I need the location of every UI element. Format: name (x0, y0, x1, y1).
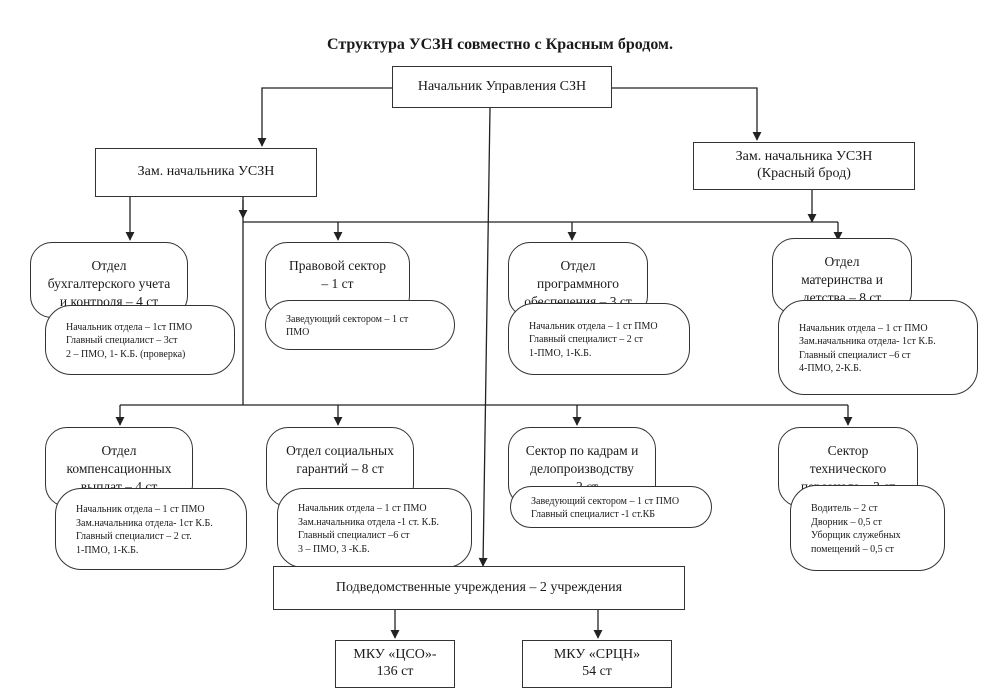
staff-accounting: Начальник отдела – 1ст ПМО Главный специ… (45, 305, 235, 375)
deputy-left-label: Зам. начальника УСЗН (137, 164, 275, 180)
institution-cso-label: МКУ «ЦСО»- 136 ст (353, 647, 437, 679)
connector-head-deputy-right (612, 87, 762, 141)
unit-accounting-label: Отдел бухгалтерского учета и контроля – … (47, 258, 171, 310)
staff-technical: Водитель – 2 ст Дворник – 0,5 ст Уборщик… (790, 485, 945, 571)
institution-srcn-label: МКУ «СРЦН» 54 ст (553, 647, 641, 679)
unit-compensation-label: Отдел компенсационных выплат – 4 ст (66, 443, 172, 495)
deputy-right-box: Зам. начальника УСЗН (Красный брод) (693, 142, 915, 190)
institution-srcn: МКУ «СРЦН» 54 ст (522, 640, 672, 688)
head-label: Начальник Управления СЗН (417, 78, 587, 94)
unit-legal-label: Правовой сектор – 1 ст (289, 258, 386, 292)
connector-head-subordinate (478, 107, 491, 567)
unit-social-label: Отдел социальных гарантий – 8 ст (286, 443, 394, 477)
subordinate-label: Подведомственные учреждения – 2 учрежден… (335, 579, 623, 595)
staff-personnel: Заведующий сектором – 1 ст ПМО Главный с… (510, 486, 712, 528)
staff-compensation: Начальник отдела – 1 ст ПМО Зам.начальни… (55, 488, 247, 570)
staff-software: Начальник отдела – 1 ст ПМО Главный спец… (508, 303, 690, 375)
staff-legal: Заведующий сектором – 1 ст ПМО (265, 300, 455, 350)
institution-cso: МКУ «ЦСО»- 136 ст (335, 640, 455, 688)
deputy-right-label: Зам. начальника УСЗН (Красный брод) (735, 149, 873, 181)
head-box: Начальник Управления СЗН (392, 66, 612, 108)
connector-head-deputy-left (257, 87, 392, 147)
staff-maternity: Начальник отдела – 1 ст ПМО Зам.начальни… (778, 300, 978, 395)
staff-social: Начальник отдела – 1 ст ПМО Зам.начальни… (277, 488, 472, 568)
chart-title: Структура УСЗН совместно с Красным бродо… (327, 36, 673, 53)
subordinate-box: Подведомственные учреждения – 2 учрежден… (273, 566, 685, 610)
deputy-left-box: Зам. начальника УСЗН (95, 148, 317, 197)
